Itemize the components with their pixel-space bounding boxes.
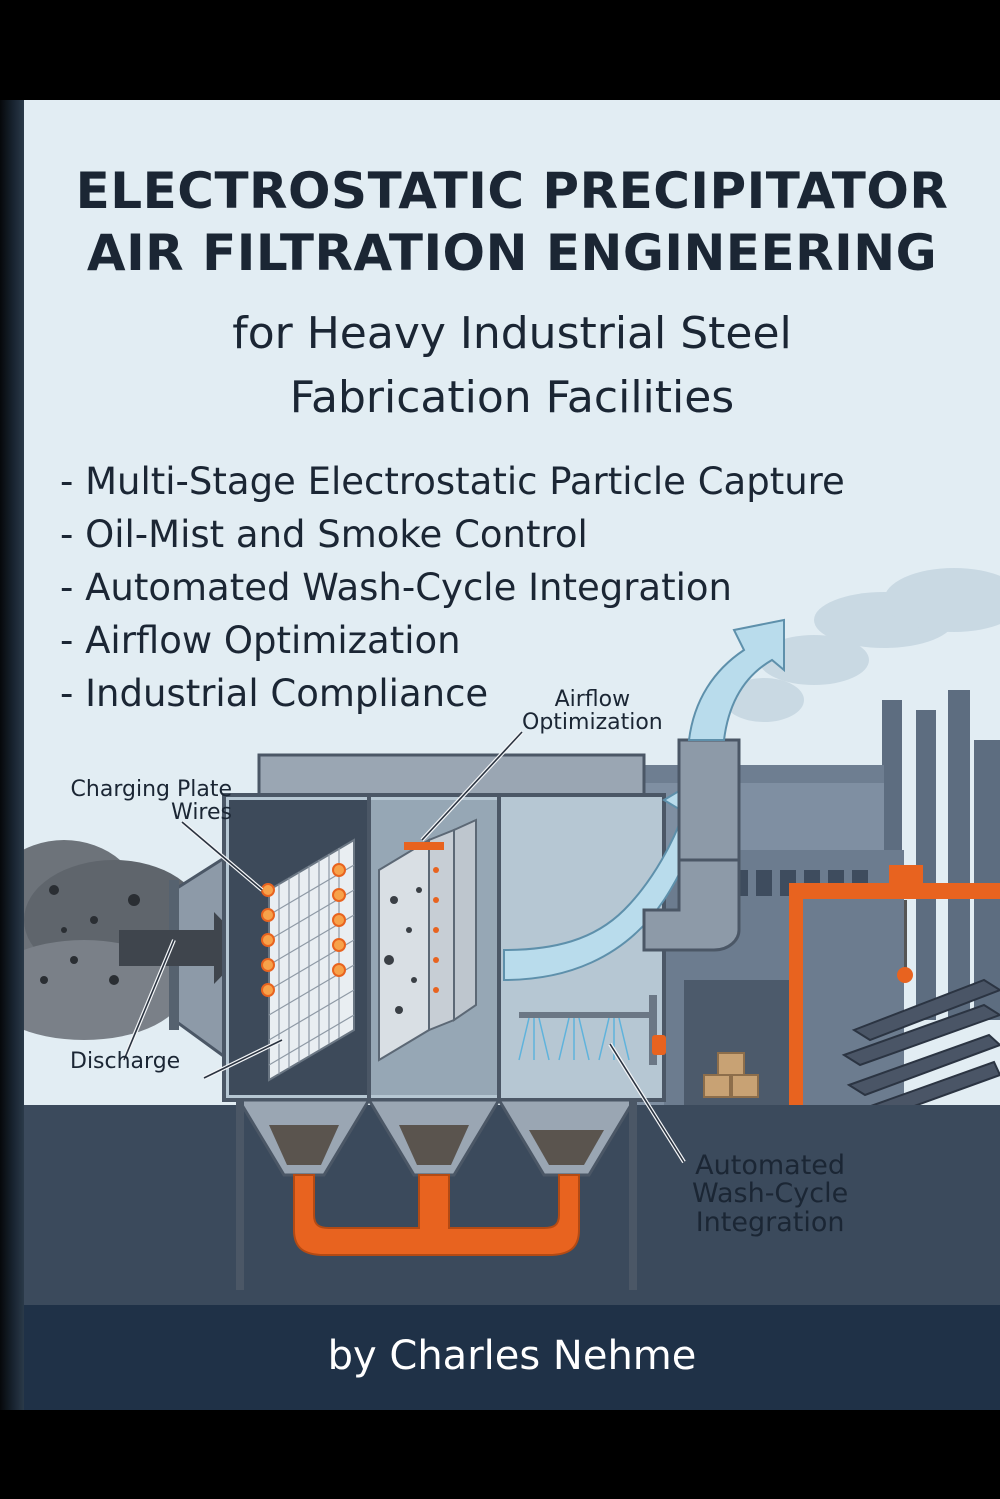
title-line-2: AIR FILTRATION ENGINEERING: [86, 224, 938, 282]
callout-arrows-dark: [123, 731, 685, 1163]
callout-airflow-line2: Optimization: [522, 710, 663, 736]
author-bar: by Charles Nehme: [24, 1305, 1000, 1410]
bullet-item: - Automated Wash-Cycle Integration: [60, 566, 732, 609]
bullet-item: - Multi-Stage Electrostatic Particle Cap…: [60, 460, 845, 503]
inflow-arrow: [119, 912, 249, 984]
steel-beams: [841, 978, 1000, 1124]
cover-page: ELECTROSTATIC PRECIPITATOR AIR FILTRATIO…: [24, 100, 1000, 1410]
subtitle-line-2: Fabrication Facilities: [289, 372, 735, 423]
precipitator-illustration: [24, 568, 1000, 1305]
drain-pipe: [293, 1174, 580, 1256]
subtitle-line-1: for Heavy Industrial Steel: [232, 308, 792, 359]
callout-wash: Automated Wash-Cycle Integration: [692, 1150, 849, 1238]
bullet-item: - Industrial Compliance: [60, 672, 489, 715]
charging-grid: [261, 838, 355, 1082]
callout-airflow: Airflow Optimization: [522, 688, 663, 734]
callout-charging: Charging Plate Wires: [54, 778, 232, 824]
support-legs: [236, 1100, 637, 1290]
sky-smoke: [724, 568, 1000, 722]
exhaust-arrow: [687, 618, 785, 741]
book-spine: [0, 100, 24, 1410]
callout-wash-line3: Integration: [695, 1206, 845, 1238]
callout-charging-line1: Charging Plate: [70, 777, 232, 802]
callout-airflow-line1: Airflow: [554, 687, 631, 712]
wash-spray: [518, 995, 666, 1065]
collected-dust: [269, 1125, 604, 1165]
callout-wash-line1: Automated: [695, 1150, 846, 1181]
exhaust-duct: [642, 738, 741, 952]
title-line-1: ELECTROSTATIC PRECIPITATOR: [75, 162, 949, 220]
callout-discharge: Discharge: [70, 1049, 181, 1074]
bullet-item: - Airflow Optimization: [60, 619, 461, 662]
collector-plates: [378, 818, 477, 1062]
bullet-item: - Oil-Mist and Smoke Control: [60, 513, 588, 556]
callout-wash-line2: Wash-Cycle: [692, 1178, 849, 1210]
factory-chimneys: [882, 690, 1000, 1020]
gantry-crane: [789, 865, 1000, 1109]
ground: [24, 1105, 1000, 1305]
callout-charging-line2: Wires: [171, 800, 232, 826]
author-name: by Charles Nehme: [327, 1333, 697, 1379]
crates: [703, 1052, 759, 1098]
